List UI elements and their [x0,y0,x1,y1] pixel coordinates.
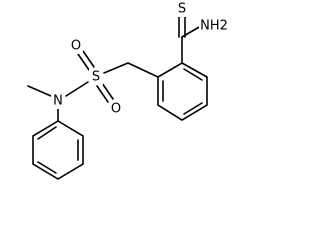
atom-amine-nitrogen: N [53,94,63,109]
molecule-structure: S NH2 S O O N [27,2,229,180]
bond-n-methyl [27,85,52,97]
bond-so-bottom-b [101,82,114,100]
ring-lower-inner-3 [37,126,57,140]
bond-c-nh2 [181,25,202,38]
bond-s-n [65,81,89,97]
ring-lower-inner-2 [37,161,57,174]
atom-sulfonyl-oxygen-bottom: O [111,102,121,117]
atom-sulfonyl-sulfur: S [92,70,100,85]
atom-amide-nh2: NH2 [200,19,228,34]
ring-upper-inner-1 [183,68,203,81]
atom-sulfur-thioamide: S [178,2,186,17]
benzene-ring-upper [157,62,208,121]
ring-upper-inner-2 [183,102,203,115]
bond-so-top-a [77,53,90,71]
atom-labels: S NH2 S O O N [51,2,229,117]
bond-so-bottom-a [96,85,109,103]
atom-sulfonyl-oxygen-top: O [71,39,81,54]
bond-ch2-s [103,62,129,74]
benzene-ring-lower [32,120,84,180]
bond-ring-ch2 [127,62,159,78]
bonds [27,12,208,180]
bond-so-top-b [82,50,95,68]
